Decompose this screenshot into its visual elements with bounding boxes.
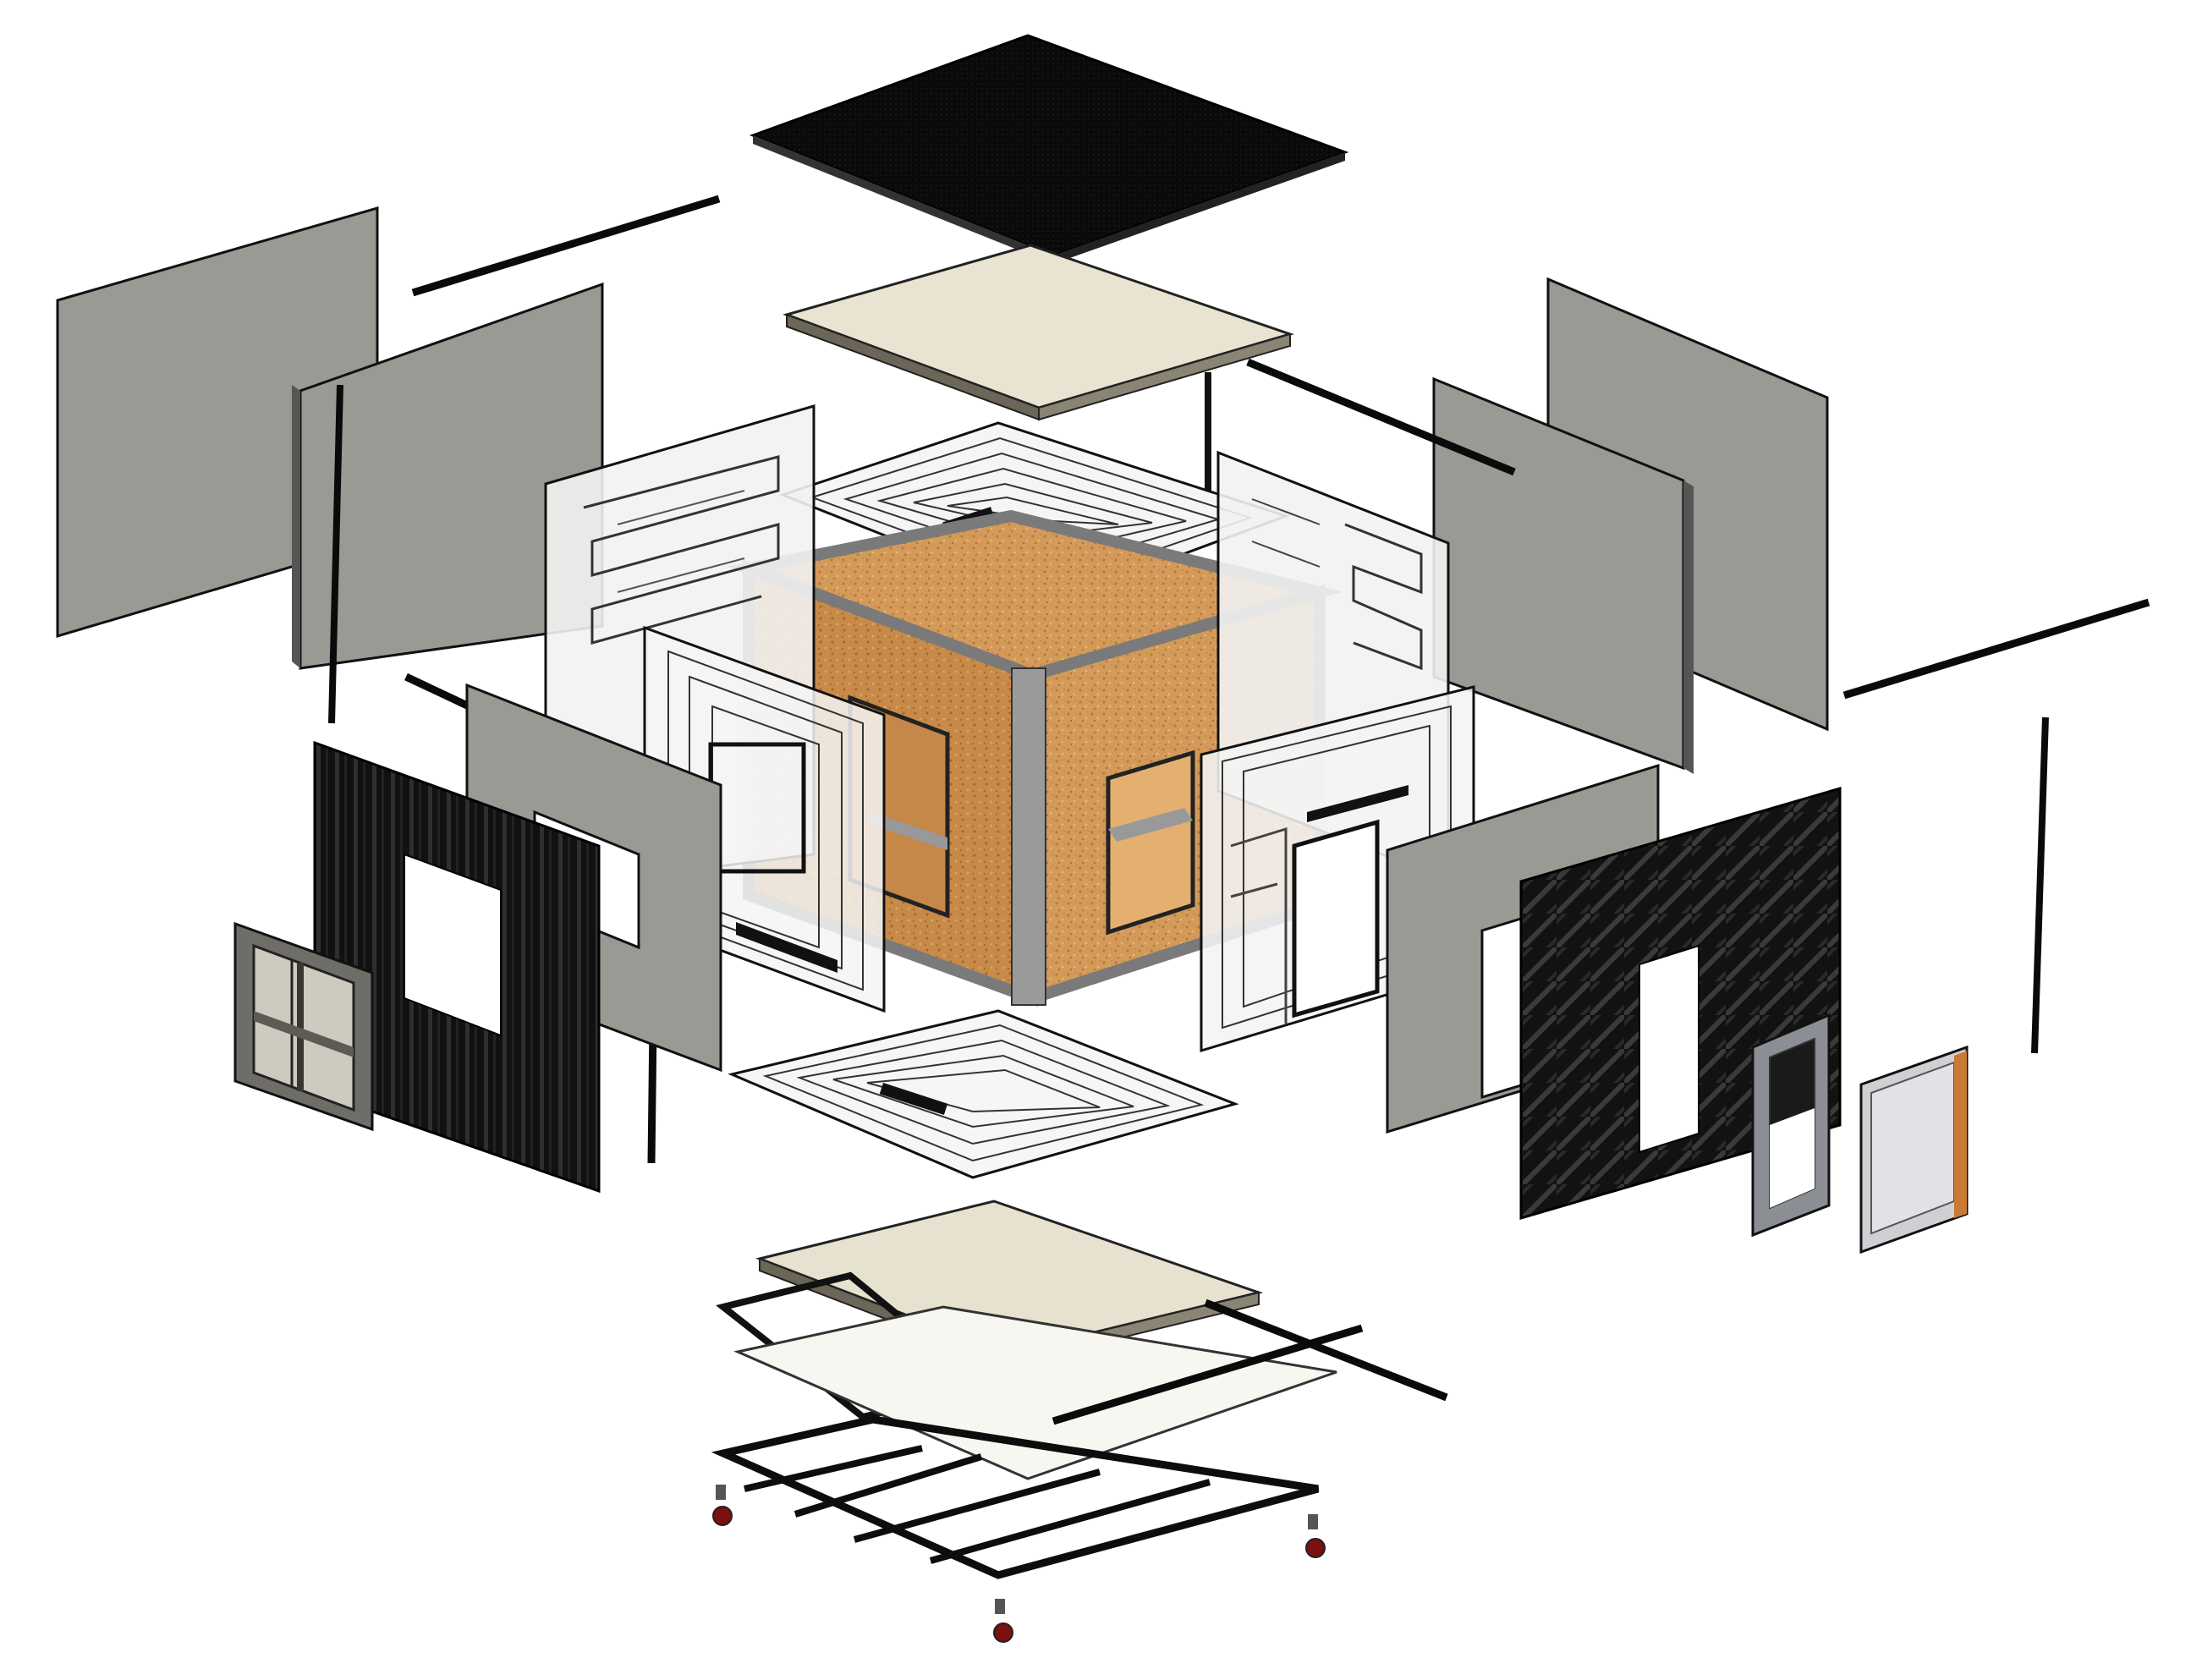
caster-foot [712,1485,733,1526]
floor-heating-coil-panel [728,1009,1239,1179]
base-frame [711,1415,1320,1579]
caster-foot [993,1599,1013,1643]
caster-feet [712,1485,1326,1643]
window-unit [233,921,374,1132]
ceiling-board [782,244,1294,421]
caster-foot [1305,1514,1326,1558]
connector-rods [1052,1298,1448,1425]
door-leaf [1859,1045,1969,1255]
insulation-foil-panels [313,740,601,1194]
door-frame [1751,1013,1831,1238]
wall-cladding-panels [1432,277,1829,774]
connector-rods [328,195,721,1164]
floor-sheet [733,1305,1337,1480]
connector-rods [1246,358,2150,1054]
wall-cladding-panels [56,206,604,670]
roof-membrane-panel [749,34,1349,264]
